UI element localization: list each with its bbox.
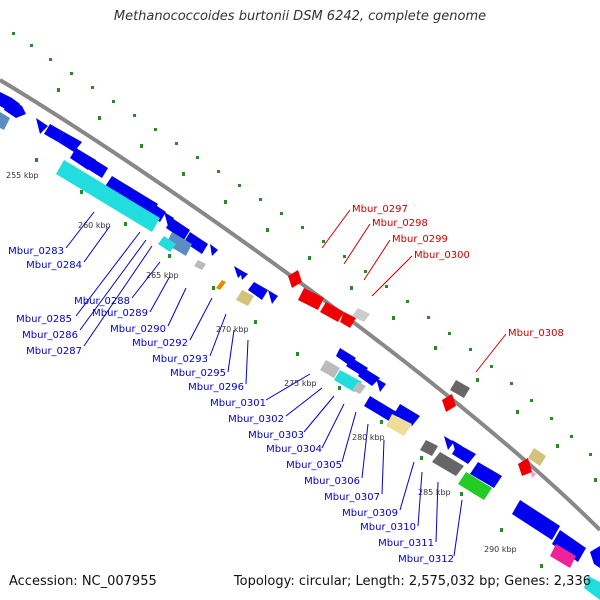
ruler-labels: 255 kbp 260 kbp 265 kbp 270 kbp 275 kbp …	[6, 171, 517, 554]
gene-cyan-arrow-2[interactable]	[158, 236, 176, 252]
gene-label: Mbur_0297	[352, 204, 408, 215]
gene-khaki-arrow[interactable]	[236, 290, 254, 306]
gene-steelblue-arrow-2[interactable]	[166, 232, 192, 256]
ruler-tick-label: 285 kbp	[418, 488, 451, 497]
gene-label: Mbur_0287	[26, 346, 82, 357]
gene-label: Mbur_0300	[414, 250, 470, 261]
gene-label: Mbur_0290	[110, 324, 166, 335]
gene-grey-arrow-4[interactable]	[352, 308, 370, 322]
gene-label: Mbur_0310	[360, 522, 416, 533]
ruler-tick-label: 265 kbp	[146, 271, 179, 280]
gene-label: Mbur_0302	[228, 414, 284, 425]
gene-darkgrey-arrow-3[interactable]	[450, 380, 470, 398]
ruler-tick-label: 255 kbp	[6, 171, 39, 180]
gene-label: Mbur_0295	[170, 368, 226, 379]
gene-labels-blue[interactable]: Mbur_0283 Mbur_0284 Mbur_0285 Mbur_0286 …	[8, 246, 454, 565]
gene-label: Mbur_0284	[26, 260, 82, 271]
map-title: Methanococcoides burtonii DSM 6242, comp…	[113, 9, 487, 24]
gene-label: Mbur_0308	[508, 328, 564, 339]
gene-label: Mbur_0293	[152, 354, 208, 365]
inner-dot-ring	[35, 158, 543, 568]
ruler-tick-label: 270 kbp	[216, 325, 249, 334]
gene-label: Mbur_0305	[286, 460, 342, 471]
outer-dash-ring	[57, 88, 597, 482]
gene-label: Mbur_0304	[266, 444, 322, 455]
gene-darkgrey-arrow[interactable]	[420, 440, 438, 456]
gene-label: Mbur_0301	[210, 398, 266, 409]
gene-grey-arrow[interactable]	[194, 260, 206, 270]
gene-label: Mbur_0307	[324, 492, 380, 503]
genome-stats-label: Topology: circular; Length: 2,575,032 bp…	[233, 574, 591, 589]
gene-label: Mbur_0311	[378, 538, 434, 549]
gene-label: Mbur_0296	[188, 382, 244, 393]
gene-label: Mbur_0285	[16, 314, 72, 325]
outer-dot-ring	[12, 32, 592, 456]
gene-blue-arrow-edge[interactable]	[590, 546, 600, 568]
gene-darkgrey-arrow-2[interactable]	[432, 452, 464, 476]
ruler-tick-label: 290 kbp	[484, 545, 517, 554]
ruler-tick-label: 280 kbp	[352, 433, 385, 442]
gene-label: Mbur_0309	[342, 508, 398, 519]
gene-label: Mbur_0289	[92, 308, 148, 319]
gene-label: Mbur_0299	[392, 234, 448, 245]
gene-orange-arrow[interactable]	[216, 280, 226, 290]
gene-arrows-other[interactable]	[0, 112, 600, 600]
gene-label: Mbur_0283	[8, 246, 64, 257]
ruler-tick-label: 275 kbp	[284, 379, 317, 388]
gene-grey-arrow-2[interactable]	[320, 360, 340, 378]
gene-cyan-arrow[interactable]	[56, 160, 160, 232]
gene-label: Mbur_0303	[248, 430, 304, 441]
gene-cyan-arrow-4[interactable]	[584, 576, 600, 600]
accession-label: Accession: NC_007955	[9, 574, 157, 589]
gene-label: Mbur_0298	[372, 218, 428, 229]
gene-label: Mbur_0306	[304, 476, 360, 487]
gene-labels-red[interactable]: Mbur_0297 Mbur_0298 Mbur_0299 Mbur_0300 …	[352, 204, 564, 339]
gene-label: Mbur_0288	[74, 296, 130, 307]
ruler-tick-label: 260 kbp	[78, 221, 111, 230]
gene-steelblue-arrow[interactable]	[0, 112, 10, 130]
gene-label: Mbur_0286	[22, 330, 78, 341]
gene-grey-arrow-3[interactable]	[352, 382, 366, 394]
leader-lines-blue	[65, 211, 463, 557]
gene-arrows-blue[interactable]	[0, 92, 586, 562]
gene-label: Mbur_0292	[132, 338, 188, 349]
gene-khaki-arrow-3[interactable]	[528, 448, 546, 466]
leader-lines-red	[321, 209, 507, 373]
gene-green-arrow[interactable]	[458, 472, 492, 500]
gene-magenta-arrow[interactable]	[550, 544, 576, 568]
gene-khaki-arrow-2[interactable]	[386, 414, 412, 436]
gene-label: Mbur_0312	[398, 554, 454, 565]
gene-arrows-red[interactable]	[288, 270, 532, 476]
